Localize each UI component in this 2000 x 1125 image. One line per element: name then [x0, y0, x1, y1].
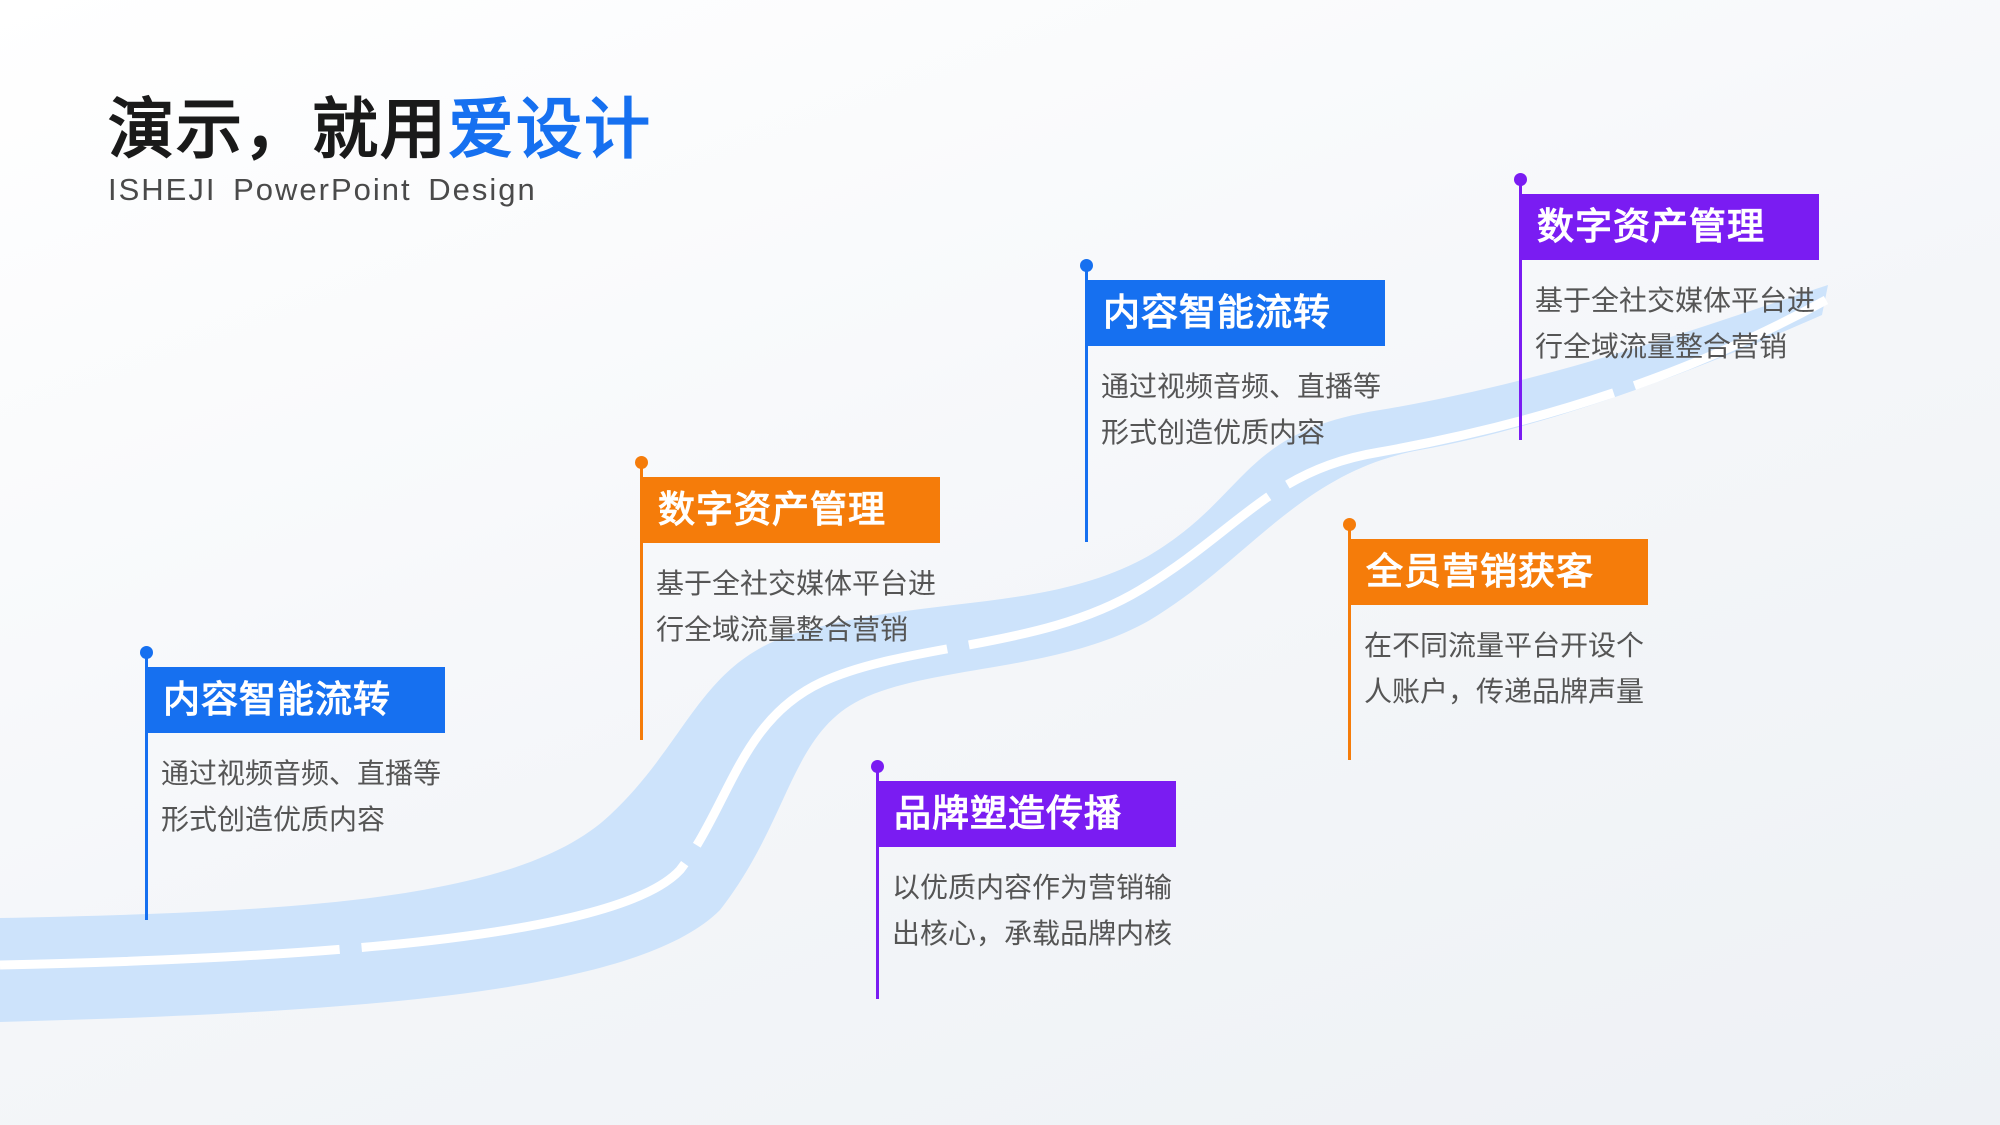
milestone-flag-label: 全员营销获客 [1348, 539, 1648, 605]
title-accent: 爱设计 [448, 91, 652, 168]
description-line-1: 基于全社交媒体平台进 [1535, 284, 1816, 317]
flag-pole [145, 653, 148, 920]
milestone-flag-label: 内容智能流转 [1085, 280, 1385, 346]
flag-pole-dot [871, 760, 884, 773]
milestone-flag-label: 数字资产管理 [1519, 194, 1819, 260]
description-line-2: 形式创造优质内容 [1101, 416, 1326, 449]
description-line-2: 出核心，承载品牌内核 [892, 917, 1173, 950]
description-line-1: 基于全社交媒体平台进 [656, 567, 937, 600]
flag-pole-dot [1080, 259, 1093, 272]
flag-pole-dot [1343, 518, 1356, 531]
flag-pole [1519, 180, 1522, 440]
description-line-1: 以优质内容作为营销输 [892, 871, 1173, 904]
description-line-2: 行全域流量整合营销 [656, 613, 909, 646]
flag-pole-dot [140, 646, 153, 659]
milestone-description: 基于全社交媒体平台进行全域流量整合营销 [656, 561, 936, 653]
road-lane-line [0, 296, 1829, 970]
flag-pole [1085, 266, 1088, 542]
milestone-description: 基于全社交媒体平台进行全域流量整合营销 [1535, 278, 1815, 370]
flag-pole [876, 767, 879, 999]
milestone-flag-label: 数字资产管理 [640, 477, 940, 543]
description-line-2: 行全域流量整合营销 [1535, 330, 1788, 363]
title-main: 演示，就用 [108, 91, 448, 168]
page-subtitle: ISHEJI PowerPoint Design [108, 172, 537, 207]
flag-pole-dot [635, 456, 648, 469]
milestone-flag-label: 内容智能流转 [145, 667, 445, 733]
page-title: 演示，就用爱设计 [108, 90, 652, 170]
description-line-1: 通过视频音频、直播等 [161, 757, 442, 790]
title-block: 演示，就用爱设计 ISHEJI PowerPoint Design [108, 90, 652, 208]
description-line-1: 在不同流量平台开设个 [1364, 629, 1645, 662]
description-line-1: 通过视频音频、直播等 [1101, 370, 1382, 403]
flag-pole [1348, 525, 1351, 760]
flag-pole-dot [1514, 173, 1527, 186]
description-line-2: 形式创造优质内容 [161, 803, 386, 836]
description-line-2: 人账户，传递品牌声量 [1364, 675, 1645, 708]
flag-pole [640, 463, 643, 740]
milestone-description: 在不同流量平台开设个人账户，传递品牌声量 [1364, 623, 1644, 715]
milestone-flag-label: 品牌塑造传播 [876, 781, 1176, 847]
milestone-description: 以优质内容作为营销输出核心，承载品牌内核 [892, 865, 1172, 957]
milestone-description: 通过视频音频、直播等形式创造优质内容 [161, 751, 441, 843]
milestone-description: 通过视频音频、直播等形式创造优质内容 [1101, 364, 1381, 456]
